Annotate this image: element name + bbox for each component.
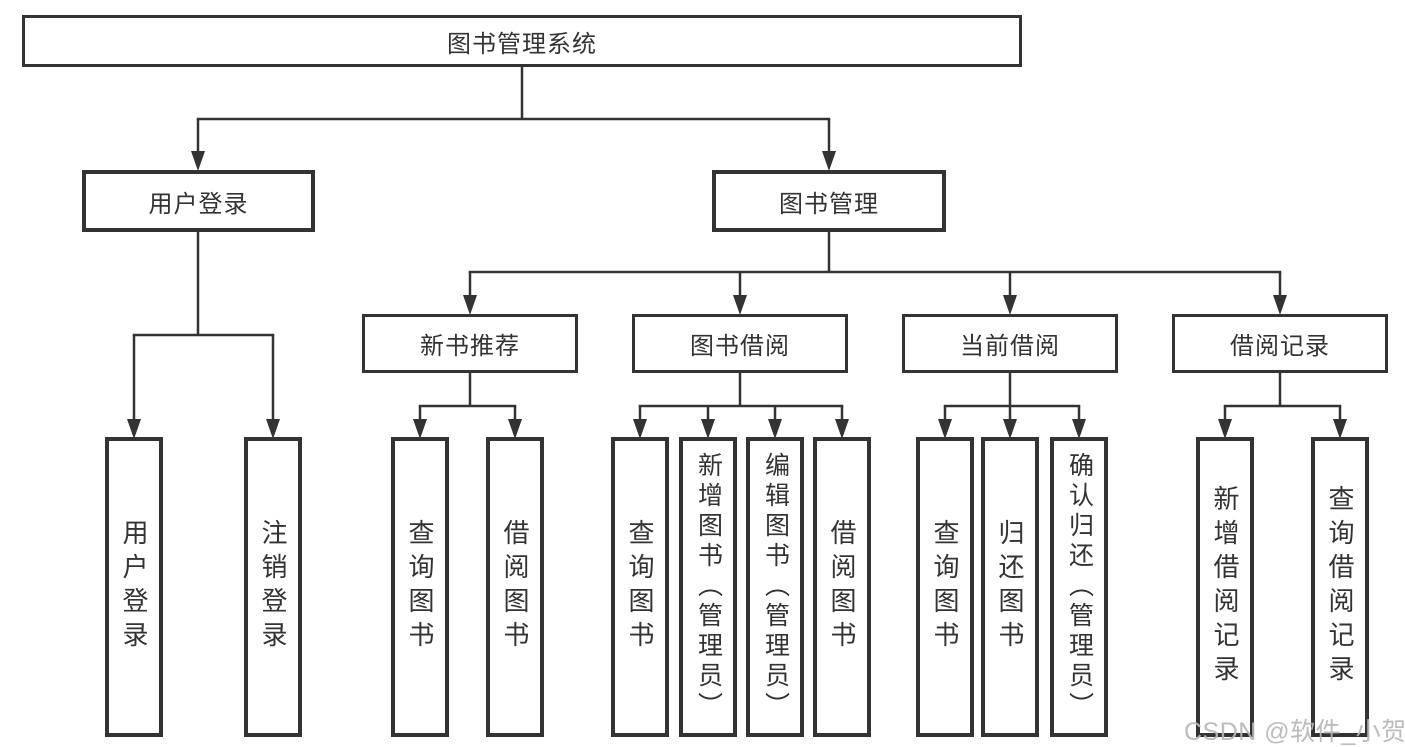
node-logout-leaf: 注销登录 xyxy=(244,437,302,737)
node-new-book-recommendation: 新书推荐 xyxy=(362,314,578,373)
node-edit-book-admin: 编辑图书（管理员） xyxy=(746,437,804,737)
node-add-borrow-record: 新增借阅记录 xyxy=(1196,437,1254,737)
node-borrowing-records: 借阅记录 xyxy=(1172,314,1388,373)
node-query-borrow-record: 查询借阅记录 xyxy=(1311,437,1369,737)
node-library-management-system: 图书管理系统 xyxy=(22,15,1022,67)
node-borrow-books-leaf: 借阅图书 xyxy=(813,437,871,737)
node-query-books-borrow: 查询图书 xyxy=(611,437,669,737)
node-add-book-admin: 新增图书（管理员） xyxy=(679,437,737,737)
node-query-books-recommend: 查询图书 xyxy=(391,437,449,737)
node-query-books-current: 查询图书 xyxy=(916,437,974,737)
node-return-books: 归还图书 xyxy=(981,437,1039,737)
node-user-login-leaf: 用户登录 xyxy=(105,437,163,737)
node-confirm-return-admin: 确认归还（管理员） xyxy=(1050,437,1108,737)
node-borrow-books-recommend: 借阅图书 xyxy=(486,437,544,737)
node-book-management: 图书管理 xyxy=(712,170,946,232)
csdn-watermark: CSDN @软件_小贺同学 xyxy=(1184,718,1405,746)
node-user-login: 用户登录 xyxy=(82,170,315,232)
node-book-borrowing: 图书借阅 xyxy=(632,314,848,373)
node-current-borrowing: 当前借阅 xyxy=(902,314,1118,373)
